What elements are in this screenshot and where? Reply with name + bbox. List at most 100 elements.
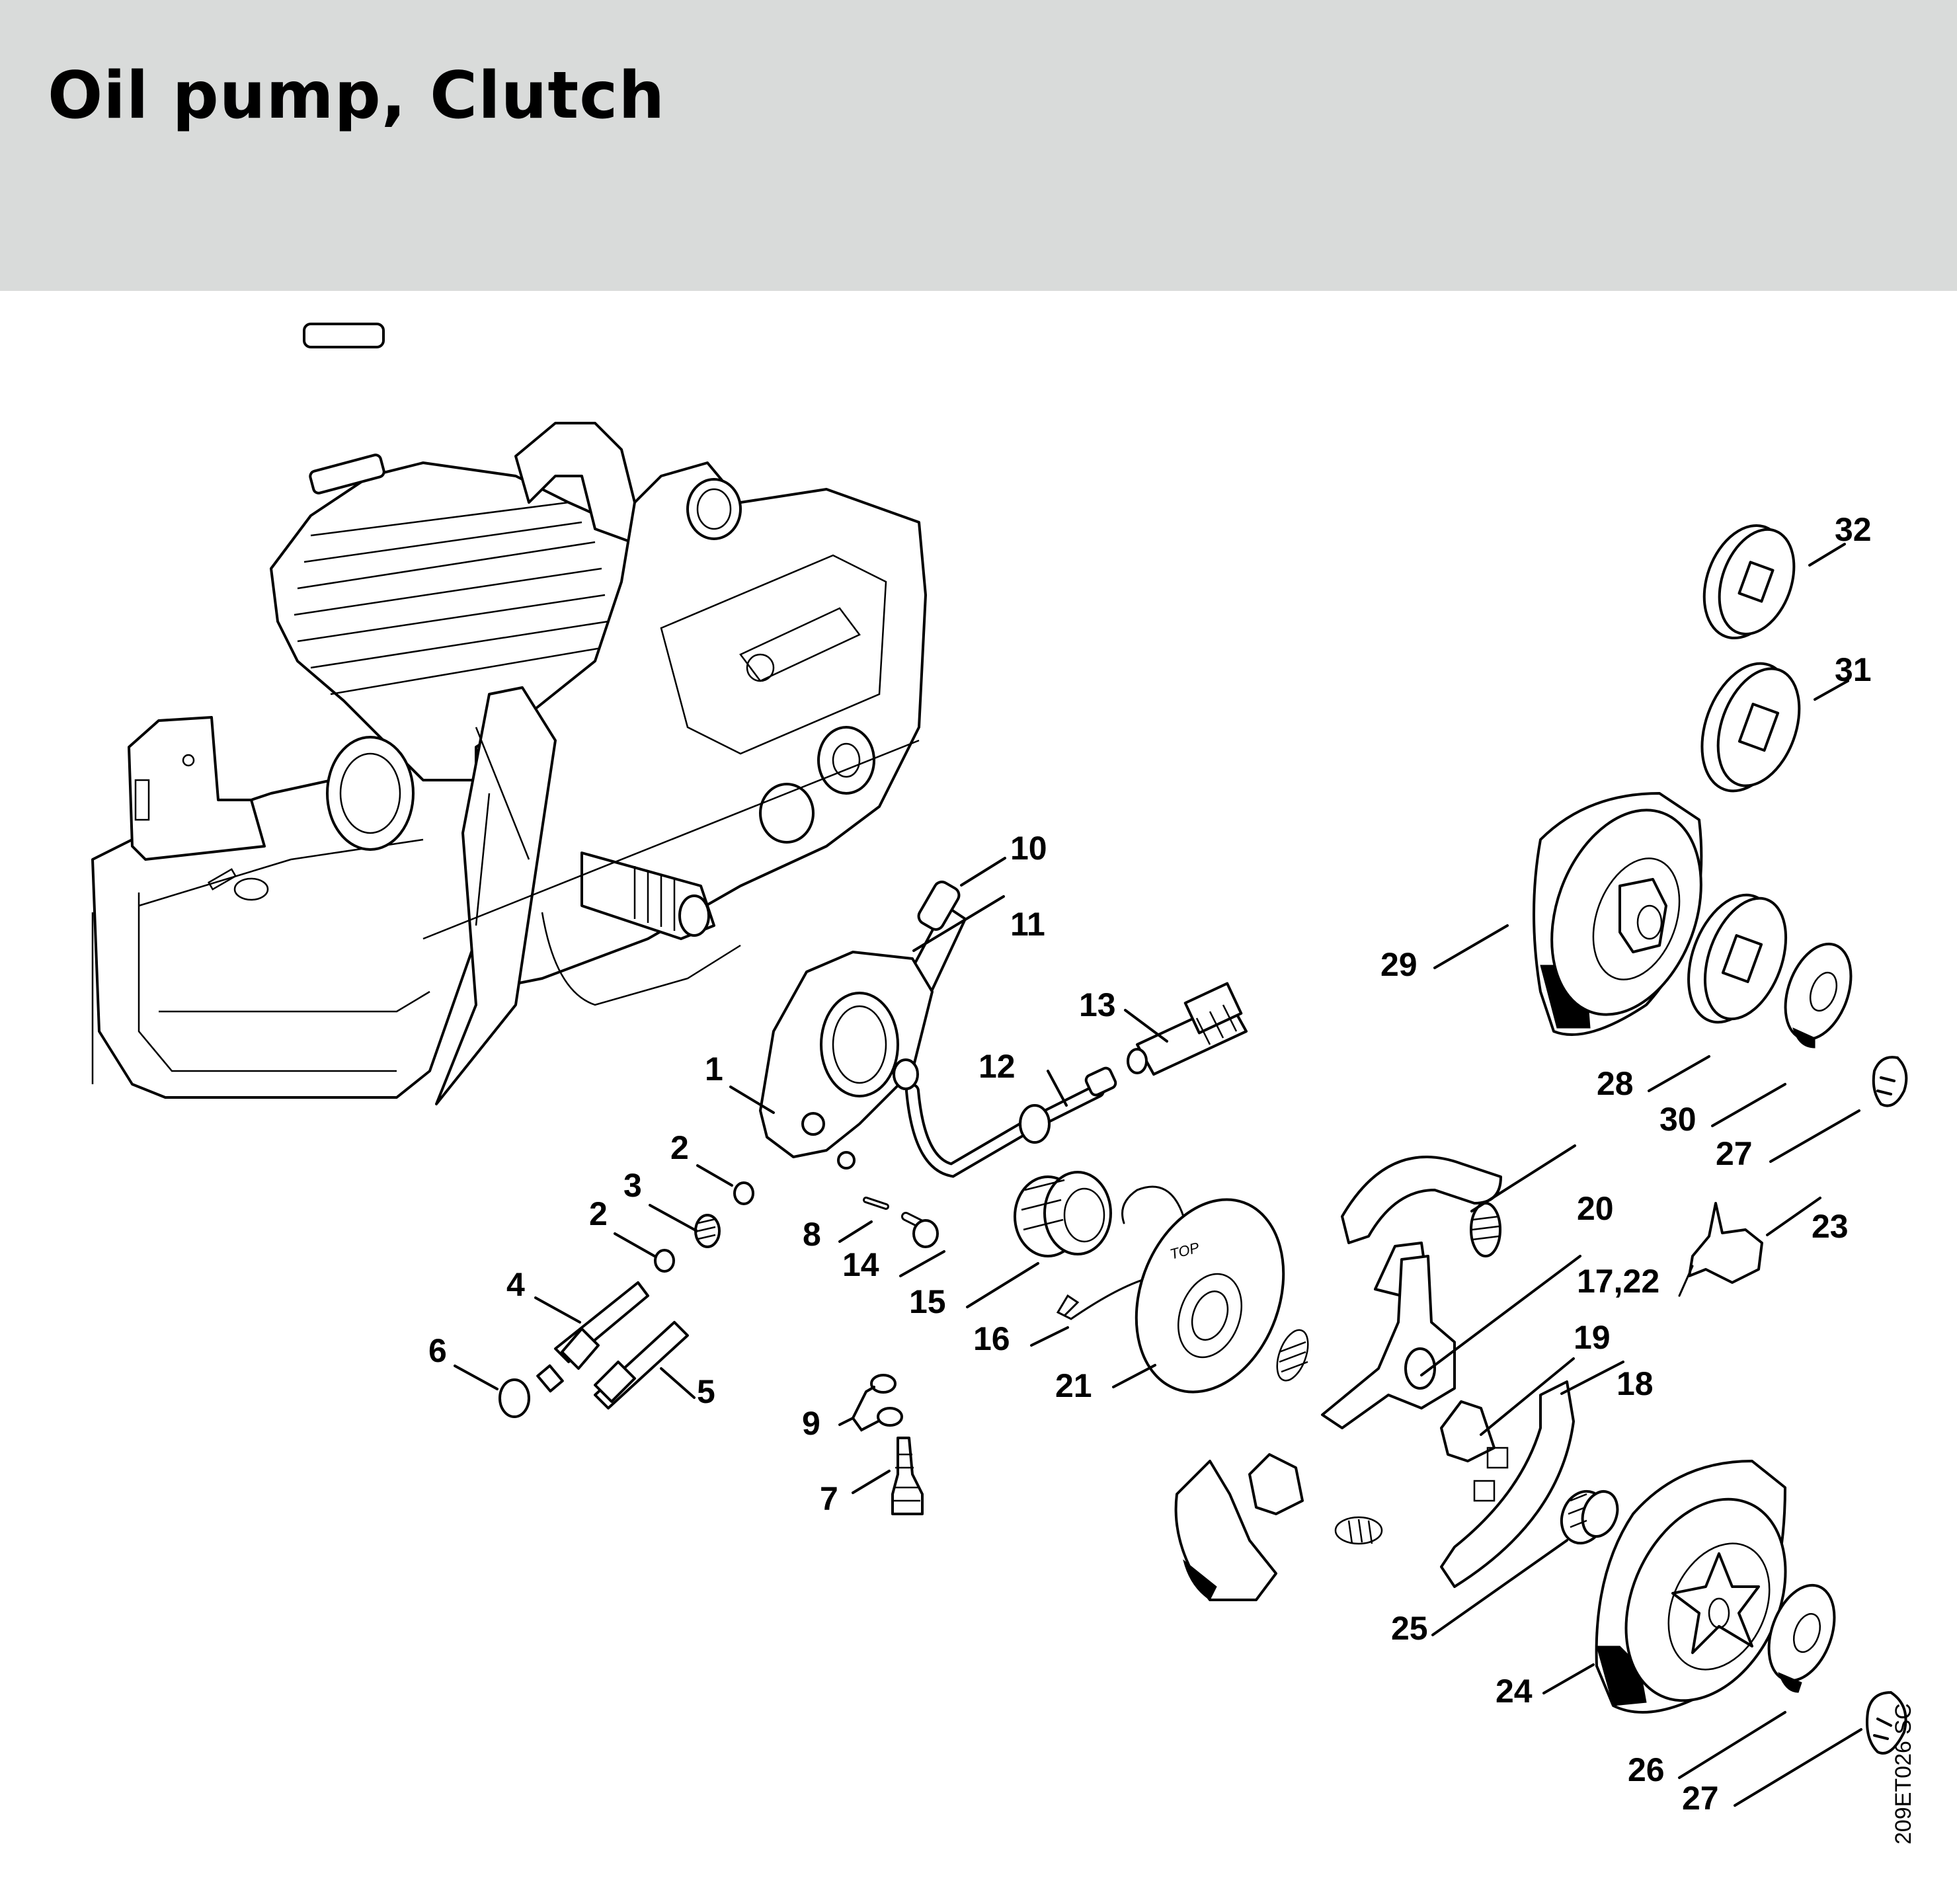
callout-3: 3 [623,1167,642,1204]
page-title: Oil pump, Clutch [48,58,666,134]
leader-3 [649,1204,698,1232]
part-13-strainer [1127,982,1248,1076]
part-2-washer-a [733,1181,754,1205]
part-18-shoe [1440,1380,1575,1588]
callout-8: 8 [803,1216,821,1253]
part-15-worm [1014,1171,1112,1257]
oil-pump-parts [499,881,1248,1515]
leader-13 [1124,1009,1168,1043]
callout-27a: 27 [1716,1135,1753,1172]
leader-16 [1030,1326,1069,1347]
part-1-oil-pump [759,951,934,1170]
part-17-22-clutch-hub [1321,1255,1456,1429]
callout-5: 5 [697,1373,715,1410]
part-5-shaft [594,1321,689,1409]
part-28-rim-sprocket [1687,893,1788,1024]
drawing-reference-number: 209ET026 SC [1891,1703,1916,1844]
part-9-o-ring-b [877,1407,903,1427]
part-32-rim-sprocket [1702,524,1796,640]
leader-20 [1470,1144,1576,1212]
header-banner [0,0,1957,291]
part-4-shaft [536,1281,649,1393]
leader-7 [852,1470,891,1494]
callout-1: 1 [705,1051,723,1088]
callout-18: 18 [1617,1365,1654,1402]
leader-14 [899,1250,945,1277]
callout-27b: 27 [1682,1780,1719,1817]
callout-9: 9 [802,1405,820,1442]
callout-15: 15 [909,1283,946,1320]
handle-bracket [128,716,266,861]
part-14-screw [901,1212,939,1248]
leader-32 [1808,543,1846,567]
part-27-e-clip-bottom [1866,1691,1907,1755]
leader-2a [696,1164,733,1187]
leader-8 [838,1220,873,1243]
leader-29 [1433,924,1509,969]
callout-2b: 2 [589,1195,608,1232]
callout-labels: 32 31 10 11 13 12 1 2 3 2 4 6 5 8 14 15 … [428,511,1872,1817]
clutch-shoe-plate [1248,1453,1304,1515]
clutch-spring-small [1276,1329,1309,1382]
part-27-e-clip-top [1872,1056,1908,1107]
engine-crankcase [91,323,927,1105]
part-29-clutch-drum [1533,792,1703,1036]
leader-27b [1734,1728,1862,1807]
leader-10 [960,857,1006,887]
callout-32: 32 [1835,511,1872,548]
part-2-washer-b [654,1249,675,1273]
callout-1722: 17,22 [1577,1263,1659,1300]
leader-6 [454,1365,499,1390]
part-9-o-ring-a [870,1374,897,1394]
leader-15 [966,1262,1039,1308]
callout-24: 24 [1496,1673,1533,1710]
part-21-washer: TOP [1135,1198,1285,1394]
clutch-spring-bottom [1334,1516,1383,1545]
leader-18 [1560,1361,1624,1395]
part-7-screw [891,1437,924,1515]
callout-7: 7 [820,1480,838,1517]
leader-9 [838,1386,879,1432]
leader-12 [1047,1070,1068,1107]
leader-26 [1678,1711,1786,1779]
callout-4: 4 [506,1266,525,1303]
callout-10: 10 [1010,830,1047,867]
leader-24 [1542,1663,1595,1694]
callout-21: 21 [1055,1367,1092,1404]
spark-plug [303,323,385,348]
callout-29: 29 [1380,946,1418,983]
part-31-rim-sprocket [1700,662,1801,793]
frame-strut [435,686,557,1105]
callout-11: 11 [1010,906,1045,943]
callout-25: 25 [1391,1610,1428,1647]
part-23-tool [1688,1202,1763,1284]
part-20-spring [1470,1202,1501,1257]
part-26-washer [1767,1583,1836,1693]
callout-6: 6 [428,1332,447,1369]
part-6-cap [499,1378,530,1418]
callout-16: 16 [973,1320,1010,1357]
callout-12: 12 [978,1048,1016,1085]
leader-1 [729,1086,775,1114]
part-30-washer [1784,942,1853,1049]
callout-30: 30 [1659,1101,1697,1138]
part-3-spring [694,1214,721,1248]
leader-5 [660,1367,696,1399]
callout-23: 23 [1812,1208,1849,1245]
callout-14: 14 [842,1246,879,1283]
leader-23 [1766,1197,1821,1236]
leader-30 [1711,1083,1786,1127]
callout-19: 19 [1574,1319,1611,1356]
callout-2a: 2 [670,1129,689,1166]
part-24-clutch-drum [1595,1460,1787,1714]
leader-27a [1769,1109,1860,1163]
leader-lines [454,543,1862,1807]
leader-11 [912,895,1005,952]
leader-21 [1112,1364,1156,1388]
callout-13: 13 [1079,986,1116,1023]
leader-19 [1480,1357,1575,1436]
part-25-needle-cage [1560,1489,1619,1545]
clutch-parts: TOP [1135,524,1908,1755]
callout-20: 20 [1577,1190,1614,1227]
